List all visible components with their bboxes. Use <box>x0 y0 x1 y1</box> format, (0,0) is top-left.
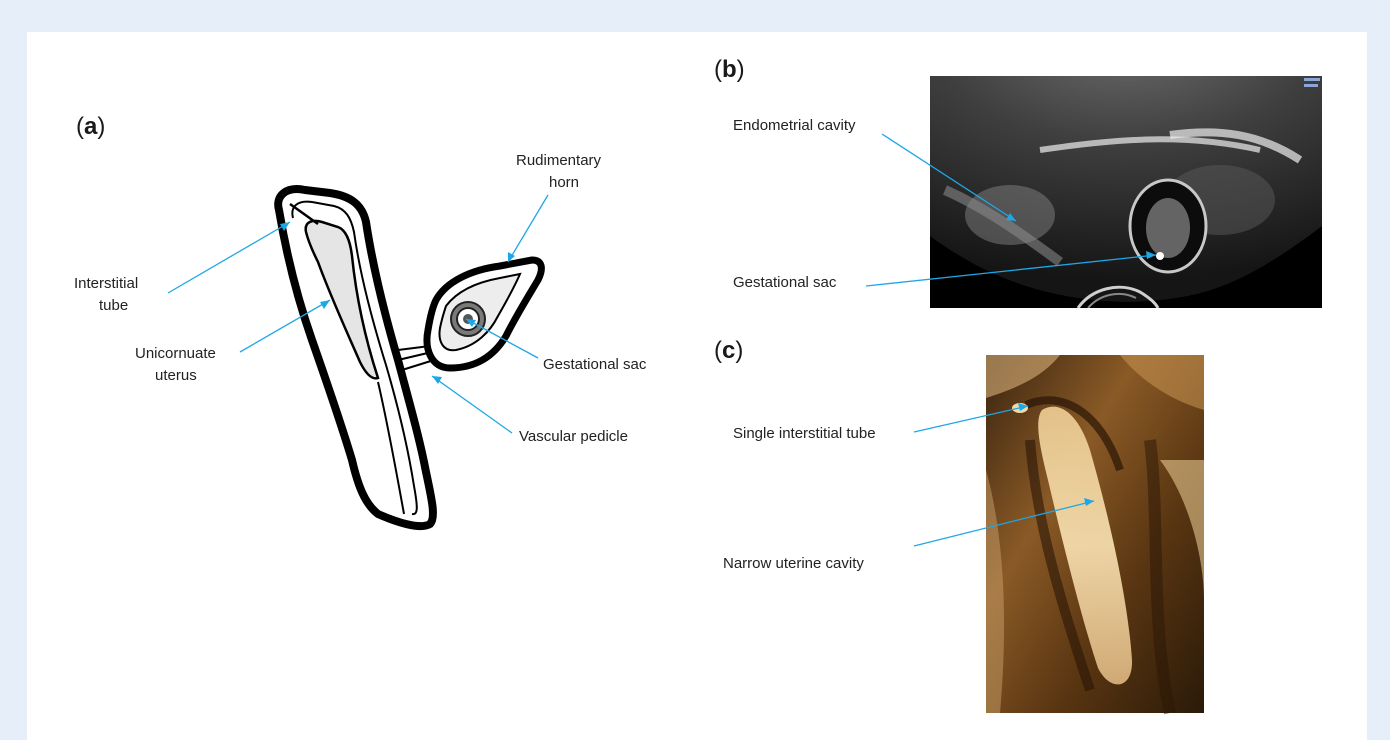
arrow-rudimentary-horn <box>508 195 548 262</box>
panel-a-letter: (a) <box>76 113 105 140</box>
label-single-interstitial-tube: Single interstitial tube <box>733 425 876 442</box>
label-interstitial-tube-1: Interstitial <box>74 275 138 292</box>
label-interstitial-tube-2: tube <box>99 297 128 314</box>
panel-a: (a) Rudimentary horn Interstitial tube U… <box>74 113 647 526</box>
label-rudimentary-horn-1: Rudimentary <box>516 152 602 169</box>
label-vascular-pedicle: Vascular pedicle <box>519 428 628 445</box>
label-rudimentary-horn-2: horn <box>549 174 579 191</box>
label-endometrial-cavity: Endometrial cavity <box>733 117 856 134</box>
arrow-vascular-pedicle <box>432 376 512 433</box>
panel-b-letter: (b) <box>714 56 745 83</box>
panel-c: (c) Single interstitial tube Narrow uter… <box>714 337 1204 713</box>
label-gestational-sac-a: Gestational sac <box>543 356 647 373</box>
panel-c-letter: (c) <box>714 337 743 364</box>
label-gestational-sac-b: Gestational sac <box>733 274 837 291</box>
label-unicornuate-uterus-1: Unicornuate <box>135 345 216 362</box>
arrow-interstitial-tube <box>168 222 290 293</box>
label-unicornuate-uterus-2: uterus <box>155 367 197 384</box>
label-narrow-uterine-cavity: Narrow uterine cavity <box>723 555 864 572</box>
panel-b: (b) Endometria <box>714 56 1322 308</box>
